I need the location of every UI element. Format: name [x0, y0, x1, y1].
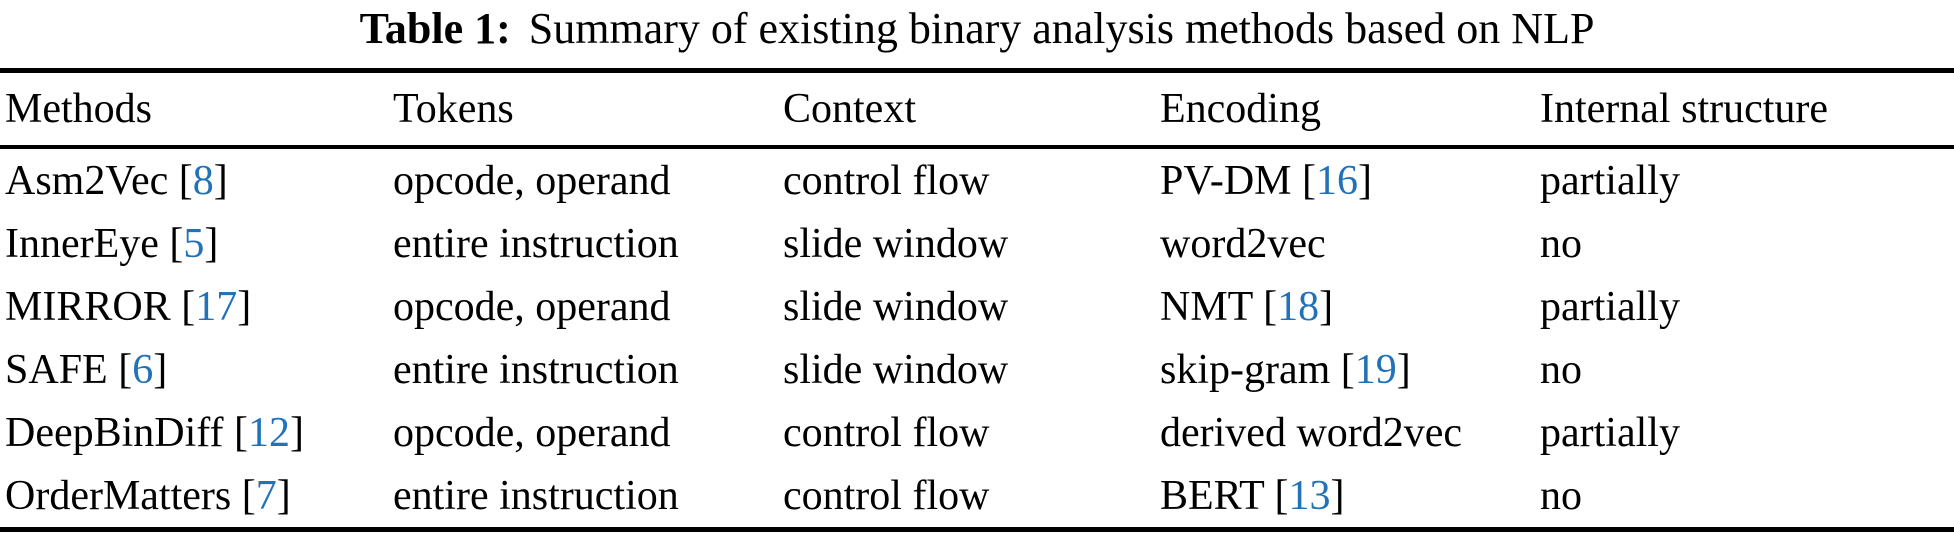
cell-text: OrderMatters [ — [5, 472, 256, 519]
encoding-cell: PV-DM [16] — [1160, 147, 1540, 212]
cell-text: ] — [1319, 283, 1334, 330]
cell-text: slide window — [783, 283, 1009, 330]
method-cell: OrderMatters [7] — [0, 464, 393, 530]
citation-number[interactable]: 18 — [1277, 283, 1320, 330]
cell-text: ] — [1330, 472, 1345, 519]
internal-structure-cell: no — [1540, 464, 1954, 530]
cell-text: DeepBinDiff [ — [5, 409, 248, 456]
cell-text: skip-gram [ — [1160, 346, 1355, 393]
cell-text: slide window — [783, 346, 1009, 393]
citation-number[interactable]: 19 — [1354, 346, 1397, 393]
encoding-cell: derived word2vec — [1160, 401, 1540, 464]
cell-text: NMT [ — [1160, 283, 1278, 330]
cell-text: ] — [1396, 346, 1411, 393]
cell-text: ] — [276, 472, 291, 519]
internal-structure-cell: partially — [1540, 147, 1954, 212]
encoding-cell: word2vec — [1160, 212, 1540, 275]
table-row: SAFE [6] entire instruction slide window… — [0, 338, 1954, 401]
cell-text: ] — [237, 283, 252, 330]
tokens-cell: opcode, operand — [393, 275, 783, 338]
cell-text: BERT [ — [1160, 472, 1289, 519]
cell-text: opcode, operand — [393, 409, 671, 456]
tokens-cell: entire instruction — [393, 464, 783, 530]
cell-text: partially — [1540, 409, 1680, 456]
method-cell: MIRROR [17] — [0, 275, 393, 338]
context-cell: control flow — [783, 401, 1160, 464]
col-header-context: Context — [783, 86, 916, 132]
citation-number[interactable]: 16 — [1315, 157, 1358, 204]
cell-text: control flow — [783, 472, 990, 519]
col-header-methods: Methods — [5, 86, 152, 132]
cell-text: entire instruction — [393, 472, 679, 519]
encoding-cell: BERT [13] — [1160, 464, 1540, 530]
cell-text: SAFE [ — [5, 346, 133, 393]
cell-text: MIRROR [ — [5, 283, 196, 330]
cell-text: ] — [290, 409, 304, 456]
cell-text: PV-DM [ — [1160, 157, 1316, 204]
internal-structure-cell: partially — [1540, 275, 1954, 338]
table-row: MIRROR [17] opcode, operand slide window… — [0, 275, 1954, 338]
cell-text: opcode, operand — [393, 283, 671, 330]
cell-text: ] — [213, 157, 228, 204]
cell-text: ] — [204, 220, 219, 267]
tokens-cell: entire instruction — [393, 338, 783, 401]
internal-structure-cell: no — [1540, 212, 1954, 275]
encoding-cell: NMT [18] — [1160, 275, 1540, 338]
cell-text: partially — [1540, 283, 1680, 330]
cell-text: entire instruction — [393, 346, 679, 393]
citation-number[interactable]: 7 — [255, 472, 277, 519]
tokens-cell: opcode, operand — [393, 401, 783, 464]
cell-text: Asm2Vec [ — [5, 157, 193, 204]
cell-text: derived word2vec — [1160, 409, 1463, 456]
cell-text: word2vec — [1160, 220, 1326, 267]
cell-text: control flow — [783, 157, 990, 204]
cell-text: no — [1540, 220, 1582, 267]
citation-number[interactable]: 12 — [248, 409, 290, 456]
cell-text: slide window — [783, 220, 1009, 267]
cell-text: control flow — [783, 409, 990, 456]
table-row: InnerEye [5] entire instruction slide wi… — [0, 212, 1954, 275]
table-row: DeepBinDiff [12] opcode, operand control… — [0, 401, 1954, 464]
cell-text: entire instruction — [393, 220, 679, 267]
cell-text: ] — [1357, 157, 1372, 204]
internal-structure-cell: partially — [1540, 401, 1954, 464]
method-cell: Asm2Vec [8] — [0, 147, 393, 212]
summary-table: Methods Tokens Context Encoding Internal… — [0, 68, 1954, 532]
context-cell: control flow — [783, 147, 1160, 212]
col-header-internal-structure: Internal structure — [1540, 86, 1829, 132]
cell-text: opcode, operand — [393, 157, 671, 204]
citation-number[interactable]: 8 — [192, 157, 214, 204]
col-header-encoding: Encoding — [1160, 86, 1321, 132]
table-caption-label: Table 1: — [359, 4, 511, 53]
cell-text: no — [1540, 346, 1582, 393]
internal-structure-cell: no — [1540, 338, 1954, 401]
table-caption: Table 1: Summary of existing binary analy… — [0, 0, 1954, 68]
table-caption-text: Summary of existing binary analysis meth… — [528, 4, 1595, 53]
cell-text: ] — [153, 346, 168, 393]
header-row: Methods Tokens Context Encoding Internal… — [0, 71, 1954, 147]
table-row: Asm2Vec [8] opcode, operand control flow… — [0, 147, 1954, 212]
cell-text: partially — [1540, 157, 1680, 204]
citation-number[interactable]: 5 — [183, 220, 205, 267]
context-cell: slide window — [783, 338, 1160, 401]
context-cell: slide window — [783, 275, 1160, 338]
method-cell: SAFE [6] — [0, 338, 393, 401]
citation-number[interactable]: 13 — [1288, 472, 1331, 519]
tokens-cell: entire instruction — [393, 212, 783, 275]
cell-text: no — [1540, 472, 1582, 519]
citation-number[interactable]: 17 — [195, 283, 238, 330]
encoding-cell: skip-gram [19] — [1160, 338, 1540, 401]
context-cell: slide window — [783, 212, 1160, 275]
cell-text: InnerEye [ — [5, 220, 184, 267]
context-cell: control flow — [783, 464, 1160, 530]
method-cell: DeepBinDiff [12] — [0, 401, 393, 464]
col-header-tokens: Tokens — [393, 86, 514, 132]
method-cell: InnerEye [5] — [0, 212, 393, 275]
citation-number[interactable]: 6 — [132, 346, 154, 393]
table-row: OrderMatters [7] entire instruction cont… — [0, 464, 1954, 530]
tokens-cell: opcode, operand — [393, 147, 783, 212]
